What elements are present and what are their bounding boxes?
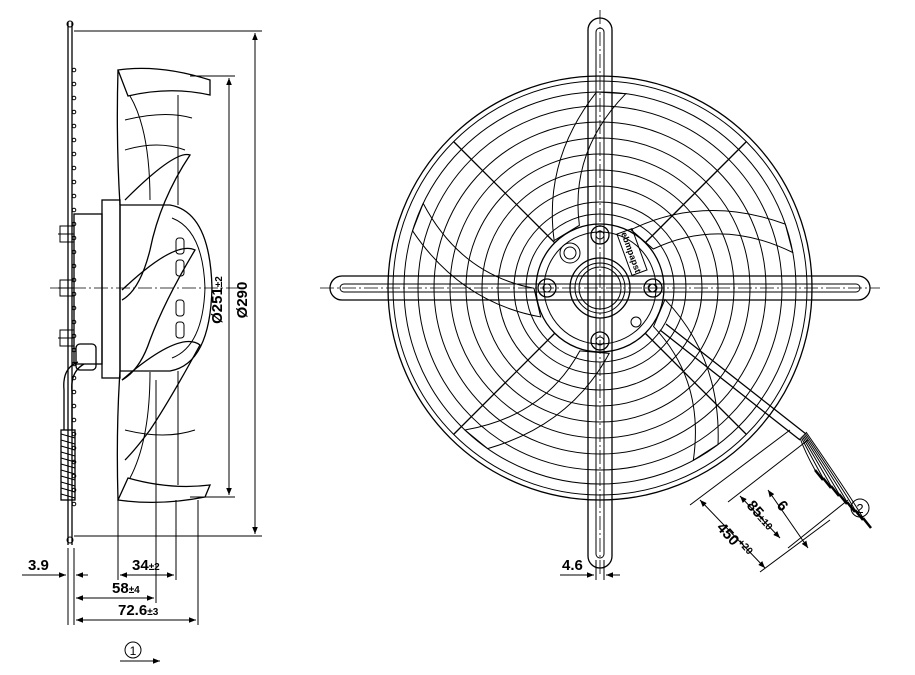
guard-wire-dot (71, 137, 77, 143)
guard-wire-dot (71, 179, 77, 185)
side-fan-blades (116, 67, 212, 504)
svg-text:Ø290: Ø290 (234, 282, 251, 319)
cable-hatch-line (60, 469, 76, 475)
wire-ferrule (830, 485, 840, 497)
cable-hatch-line (60, 439, 76, 445)
wire-ferrule (822, 477, 832, 489)
cable-wire (800, 436, 824, 479)
cable-callout: 2 (850, 498, 870, 518)
guard-spoke (644, 332, 747, 435)
fan-blade (463, 350, 610, 450)
cable-wire (801, 435, 832, 487)
cable-hatch-line (60, 475, 76, 481)
svg-text:72.6±3: 72.6±3 (118, 602, 159, 619)
cable-wire (804, 432, 856, 511)
dim-total-depth-value: 72.6 (118, 602, 147, 619)
wire-ferrule (862, 517, 872, 529)
wire-ferrule (854, 509, 864, 521)
svg-text:58±4: 58±4 (112, 580, 140, 597)
front-cable (659, 323, 872, 529)
wire-ferrule (814, 469, 824, 481)
svg-text:1: 1 (130, 644, 137, 658)
guard-wire-dot (71, 417, 77, 423)
svg-text:34±2: 34±2 (132, 557, 160, 574)
dim-blade-diameter: Ø251±2 (190, 75, 235, 498)
guard-wire-dot (71, 151, 77, 157)
guard-wire-dot (71, 81, 77, 87)
svg-text:4.6: 4.6 (562, 557, 583, 574)
dim-guard-thickness-value: 3.9 (28, 557, 49, 574)
guard-wire-dot (71, 95, 77, 101)
guard-wire-dot (71, 165, 77, 171)
cable-hatch-line (60, 451, 76, 457)
dim-total-depth-tol: ±3 (147, 607, 158, 618)
fan-blade (630, 210, 794, 254)
cable-hatch-line (60, 481, 76, 487)
svg-text:6: 6 (773, 497, 791, 515)
airflow-direction-callout: 1 (120, 641, 160, 664)
side-view: Ø290 Ø251±2 3.9 (22, 20, 262, 664)
guard-wire-dot (71, 109, 77, 115)
cable-wire (799, 437, 816, 471)
guard-spoke (453, 141, 556, 244)
dim-blade-diameter-tol: ±2 (214, 276, 225, 287)
guard-wire-dot (71, 67, 77, 73)
dim-blade-diameter-value: Ø251 (209, 287, 226, 324)
dim-hub-depth-value: 34 (132, 557, 149, 574)
guard-wire-dot (71, 389, 77, 395)
dim-strut-width-value: 4.6 (562, 557, 583, 574)
guard-wire-dot (71, 403, 77, 409)
fan-blade (551, 91, 627, 242)
svg-text:450+20: 450+20 (713, 519, 755, 563)
guard-wire-dot (71, 193, 77, 199)
svg-text:3.9: 3.9 (28, 557, 49, 574)
fan-blade (652, 298, 719, 462)
cable-hatch-line (60, 433, 76, 439)
cable-wire (802, 434, 840, 495)
dim-hub-depth-tol: ±2 (149, 562, 160, 573)
svg-text:85±10: 85±10 (743, 497, 778, 533)
cable-hatch-line (60, 493, 76, 499)
guard-spoke (644, 141, 747, 244)
dim-outer-diameter-value: Ø290 (234, 282, 251, 319)
dim-motor-depth-value: 58 (112, 580, 129, 597)
guard-wire-dot (71, 207, 77, 213)
cable-hatch-line (60, 445, 76, 451)
cable-hatch-line (60, 487, 76, 493)
dim-strut-width: 4.6 (560, 557, 620, 580)
cable-hatch-line (60, 463, 76, 469)
front-guard-spokes (453, 141, 747, 435)
guard-spoke (453, 332, 556, 435)
dim-horizontal-side: 3.9 34±2 58±4 72.6±3 (22, 380, 199, 625)
fan-blade (411, 202, 542, 318)
side-cable-gland (60, 343, 97, 501)
dim-motor-depth-tol: ±4 (129, 585, 140, 596)
cable-wire (805, 431, 864, 519)
cable-callout-number: 2 (856, 501, 863, 516)
guard-wire-dot (71, 501, 77, 507)
svg-text:Ø251±2: Ø251±2 (209, 276, 226, 324)
guard-wire-dot (71, 431, 77, 437)
svg-text:2: 2 (856, 501, 863, 516)
guard-wire-dot (71, 123, 77, 129)
front-fan-blades (411, 91, 794, 462)
dim-cable-lengths: 450+20 85±10 6 (689, 429, 849, 573)
guard-wire-dot (71, 459, 77, 465)
airflow-callout-number: 1 (130, 644, 137, 658)
front-view: ebmpapst 4.6 (320, 10, 880, 580)
cable-hatch-line (60, 457, 76, 463)
side-motor (58, 199, 213, 379)
cable-wire (803, 433, 848, 503)
dim-wire-end-value: 6 (773, 497, 791, 515)
dim-outer-diameter: Ø290 (74, 30, 262, 537)
